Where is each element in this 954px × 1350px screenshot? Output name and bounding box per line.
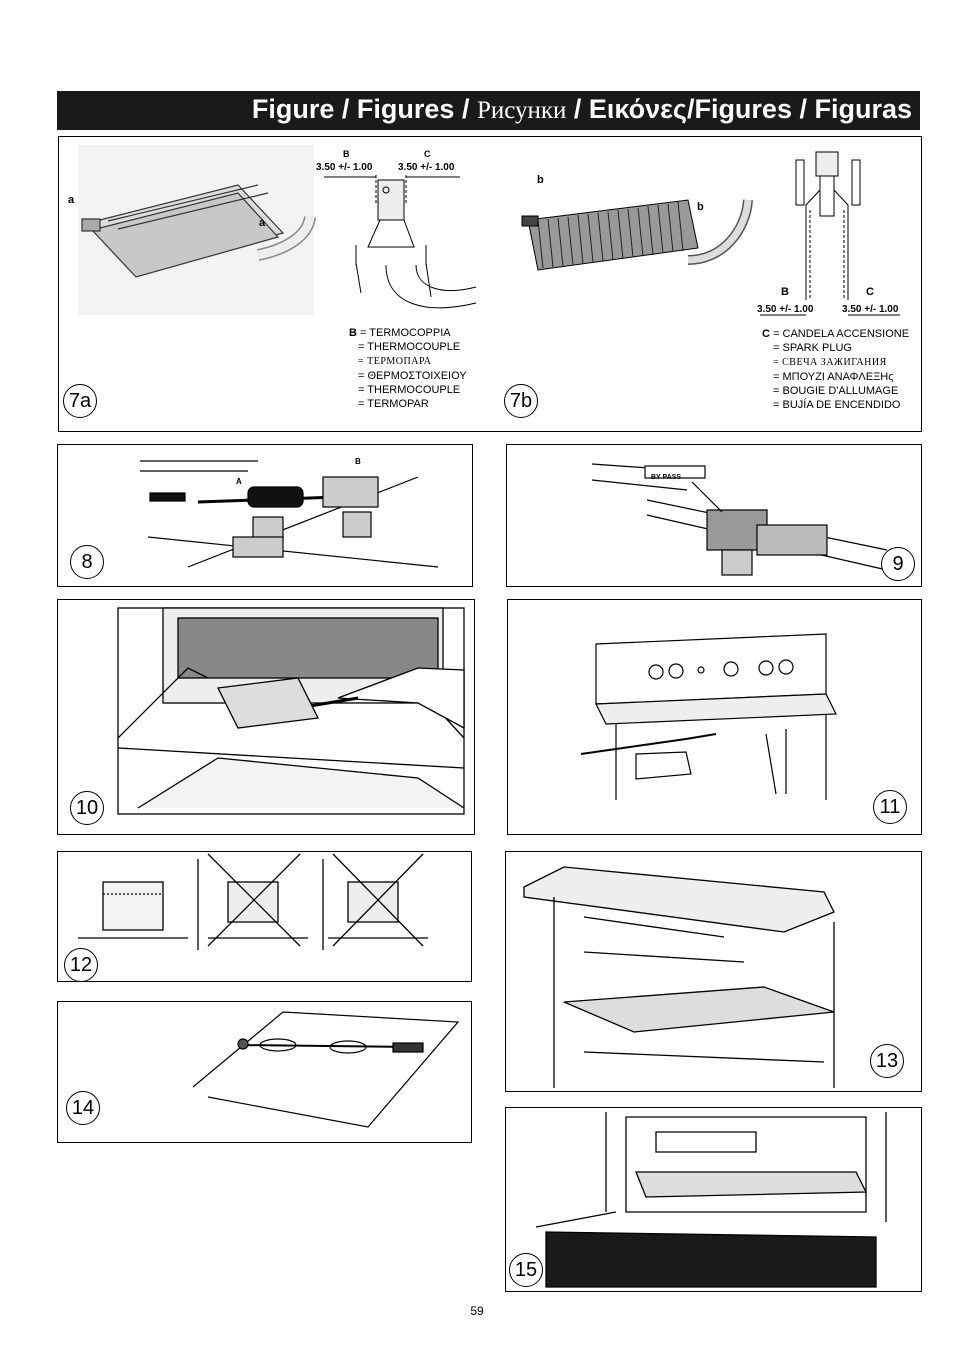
- figure-number-7b: 7b: [504, 384, 538, 418]
- figure-number-10: 10: [70, 791, 104, 825]
- label-bypass: BY PASS: [651, 474, 682, 481]
- label-a-left: a: [68, 194, 75, 206]
- dim-label-B: B: [343, 149, 350, 159]
- figure-number-13: 13: [870, 1044, 904, 1078]
- legend-7b-item: = SPARK PLUG: [773, 342, 852, 355]
- figure-10-drawing: [117, 607, 465, 815]
- dim-label-C-7b: C: [866, 286, 874, 298]
- legend-7a-item: = THERMOCOUPLE: [358, 341, 461, 354]
- figure-13-panel: 13: [505, 851, 922, 1092]
- dim-value-B-7b: 3.50 +/- 1.00: [757, 304, 814, 315]
- legend-7b-item: = BUJÍA DE ENCENDIDO: [773, 399, 901, 412]
- figure-number-12: 12: [64, 948, 98, 982]
- legend-7b: C = CANDELA ACCENSIONE = SPARK PLUG = СВ…: [762, 327, 909, 413]
- legend-7a-item: = ТЕРМОПАРА: [358, 355, 432, 367]
- figure-number-14: 14: [66, 1091, 100, 1125]
- figure-number-15: 15: [509, 1253, 543, 1287]
- legend-7b-item: = CANDELA ACCENSIONE: [773, 328, 910, 340]
- figure-number-7a: 7a: [63, 384, 97, 418]
- dim-value-B: 3.50 +/- 1.00: [316, 162, 373, 173]
- burner-7b-drawing: [521, 199, 753, 271]
- label-a-right: a: [259, 217, 266, 229]
- legend-7b-key: C: [762, 328, 770, 340]
- figure-11-panel: 11: [507, 599, 922, 835]
- figure-12-panel: 12: [57, 851, 472, 982]
- legend-7a-item: = ΘΕΡΜΟΣΤΟΙΧΕΙΟΥ: [358, 369, 467, 382]
- legend-7a-key: B: [349, 327, 357, 339]
- legend-7b-item: = ΜΠΟΥΖΙ ΑΝΑΦΛΕΞΗς: [773, 370, 894, 383]
- legend-7a-item: = THERMOCOUPLE: [358, 384, 461, 397]
- thermocouple-dimension-drawing: [324, 175, 477, 309]
- dim-value-C: 3.50 +/- 1.00: [398, 162, 455, 173]
- figure-number-8: 8: [70, 545, 104, 579]
- page-number: 59: [470, 1304, 484, 1318]
- legend-7b-item: = СВЕЧА ЗАЖИГАНИЯ: [773, 356, 887, 368]
- title-part-1: Figure / Figures /: [251, 94, 477, 124]
- title-russian: Рисунки: [476, 97, 567, 124]
- figure-10-panel: 10: [57, 599, 475, 835]
- spark-plug-dimension-drawing: [760, 151, 900, 316]
- burner-7a-drawing: [78, 145, 316, 315]
- page-title: Figure / Figures / Рисунки / Εικόνες/Fig…: [252, 91, 912, 130]
- figure-8-panel: A B 8: [57, 444, 473, 587]
- label-b-right: b: [697, 201, 704, 213]
- figure-15-drawing: [535, 1112, 887, 1288]
- legend-7a-item: = TERMOPAR: [358, 398, 429, 411]
- figure-number-9: 9: [881, 547, 915, 581]
- label-b-left: b: [537, 174, 544, 186]
- figure-8-drawing: [140, 460, 439, 568]
- label-B: B: [355, 457, 361, 466]
- dim-label-C: C: [424, 149, 431, 159]
- figure-14-panel: 14: [57, 1001, 472, 1143]
- label-A: A: [236, 477, 242, 486]
- figure-15-panel: 15: [505, 1107, 922, 1292]
- header-bar: Figure / Figures / Рисунки / Εικόνες/Fig…: [57, 91, 920, 130]
- dim-label-B-7b: B: [781, 286, 789, 298]
- title-part-2: / Εικόνες/Figures / Figuras: [566, 94, 912, 124]
- figure-9-drawing: [591, 463, 888, 576]
- figure-number-11: 11: [873, 790, 907, 824]
- figure-13-drawing: [523, 866, 835, 1088]
- figure-12-drawing: [78, 853, 428, 950]
- legend-7a: B = TERMOCOPPIA = THERMOCOUPLE = ТЕРМОПА…: [349, 326, 467, 412]
- legend-7a-item: = TERMOCOPPIA: [360, 327, 451, 339]
- legend-7b-item: = BOUGIE D'ALLUMAGE: [773, 385, 899, 398]
- figure-14-drawing: [192, 1011, 460, 1128]
- dim-value-C-7b: 3.50 +/- 1.00: [842, 304, 899, 315]
- figure-9-panel: BY PASS 9: [506, 444, 922, 587]
- figure-11-drawing: [580, 633, 837, 800]
